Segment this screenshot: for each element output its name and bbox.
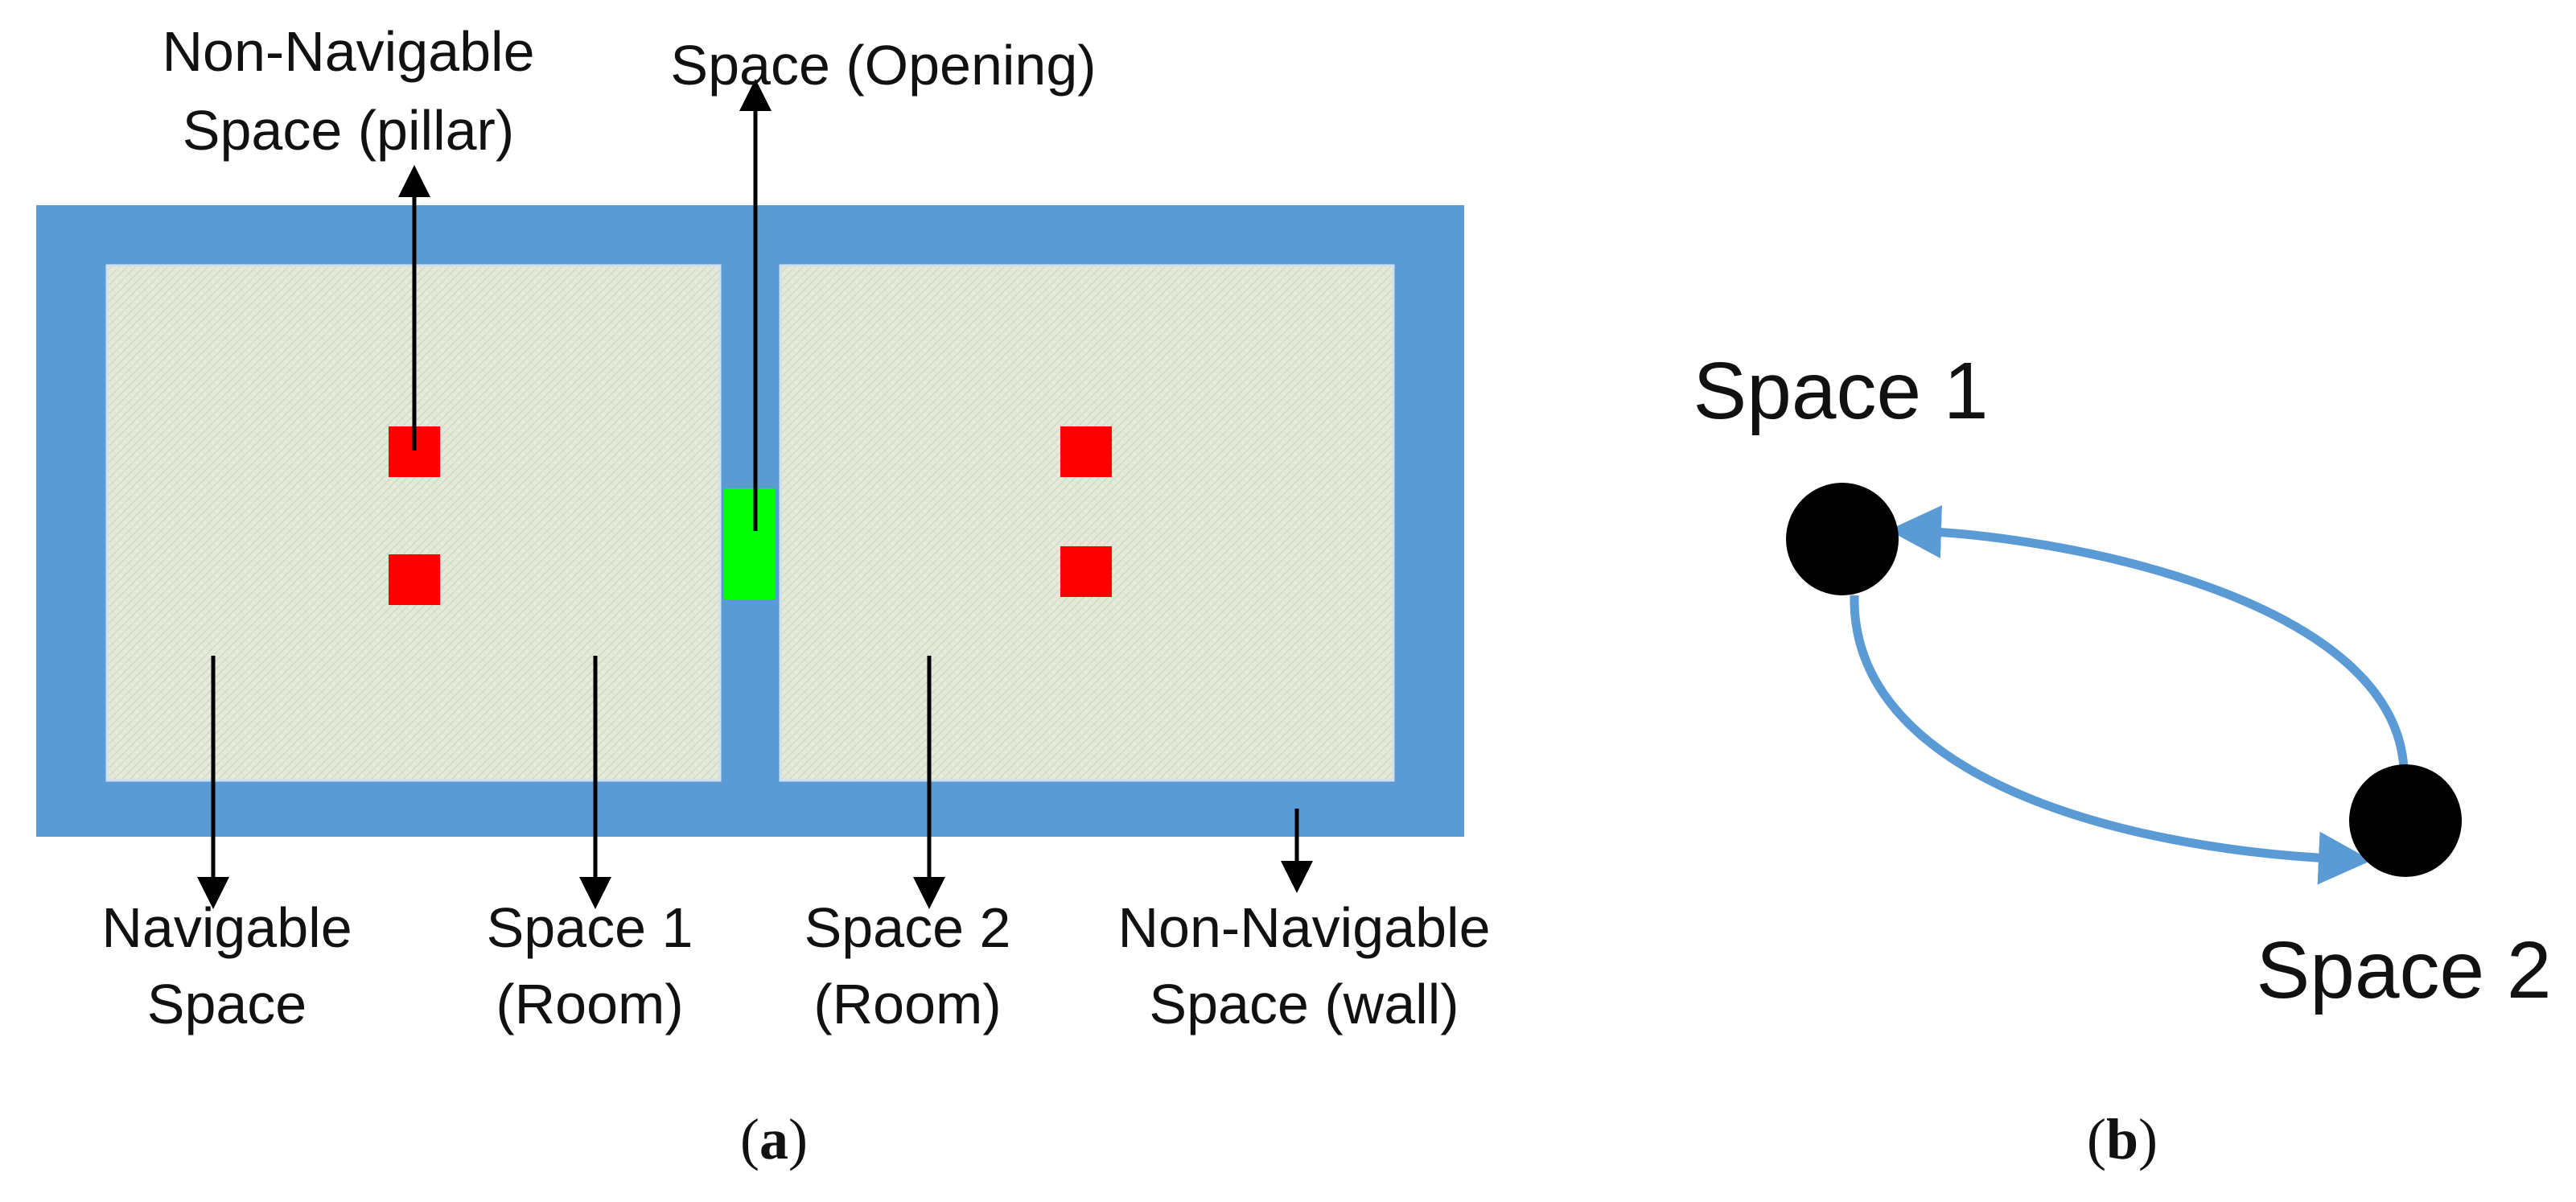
pillar-room2-bottom bbox=[1060, 546, 1112, 597]
label-space1-line1: Space 1 bbox=[487, 896, 693, 959]
edge-space2-to-space1 bbox=[1888, 504, 2409, 769]
label-node-space1: Space 1 bbox=[1693, 346, 1989, 436]
label-space2-line1: Space 2 bbox=[804, 896, 1011, 959]
label-pillar-line2: Space (pillar) bbox=[183, 99, 514, 162]
pillar-room1-bottom bbox=[389, 554, 440, 605]
panel-a-floor-plan: Non-Navigable Space (pillar) Space (Open… bbox=[36, 20, 1491, 1171]
label-navigable-line2: Space bbox=[147, 973, 307, 1035]
caption-a-letter: a bbox=[759, 1107, 788, 1171]
label-space1-line2: (Room) bbox=[496, 973, 683, 1035]
label-navigable-line1: Navigable bbox=[101, 896, 352, 959]
label-wall-line1: Non-Navigable bbox=[1117, 896, 1490, 959]
label-opening: Space (Opening) bbox=[670, 34, 1096, 97]
opening-door bbox=[724, 488, 775, 599]
caption-a-close: ) bbox=[788, 1107, 808, 1171]
panel-b-graph: Space 1 Space 2 (b) bbox=[1693, 346, 2552, 1171]
label-pillar-line1: Non-Navigable bbox=[162, 20, 534, 83]
caption-a: (a) bbox=[740, 1107, 808, 1171]
node-space2 bbox=[2349, 764, 2462, 877]
room-2-floor bbox=[779, 264, 1395, 782]
caption-a-open: ( bbox=[740, 1107, 759, 1171]
caption-b-close: ) bbox=[2138, 1107, 2158, 1171]
label-space2-line2: (Room) bbox=[813, 973, 1001, 1035]
label-node-space2: Space 2 bbox=[2257, 925, 2552, 1015]
caption-b-open: ( bbox=[2087, 1107, 2106, 1171]
pillar-room2-top bbox=[1060, 426, 1112, 477]
caption-b-letter: b bbox=[2106, 1107, 2138, 1171]
node-space1 bbox=[1786, 483, 1899, 595]
label-wall-line2: Space (wall) bbox=[1149, 973, 1459, 1035]
caption-b: (b) bbox=[2087, 1107, 2158, 1171]
edge-space1-to-space2 bbox=[1850, 595, 2372, 885]
